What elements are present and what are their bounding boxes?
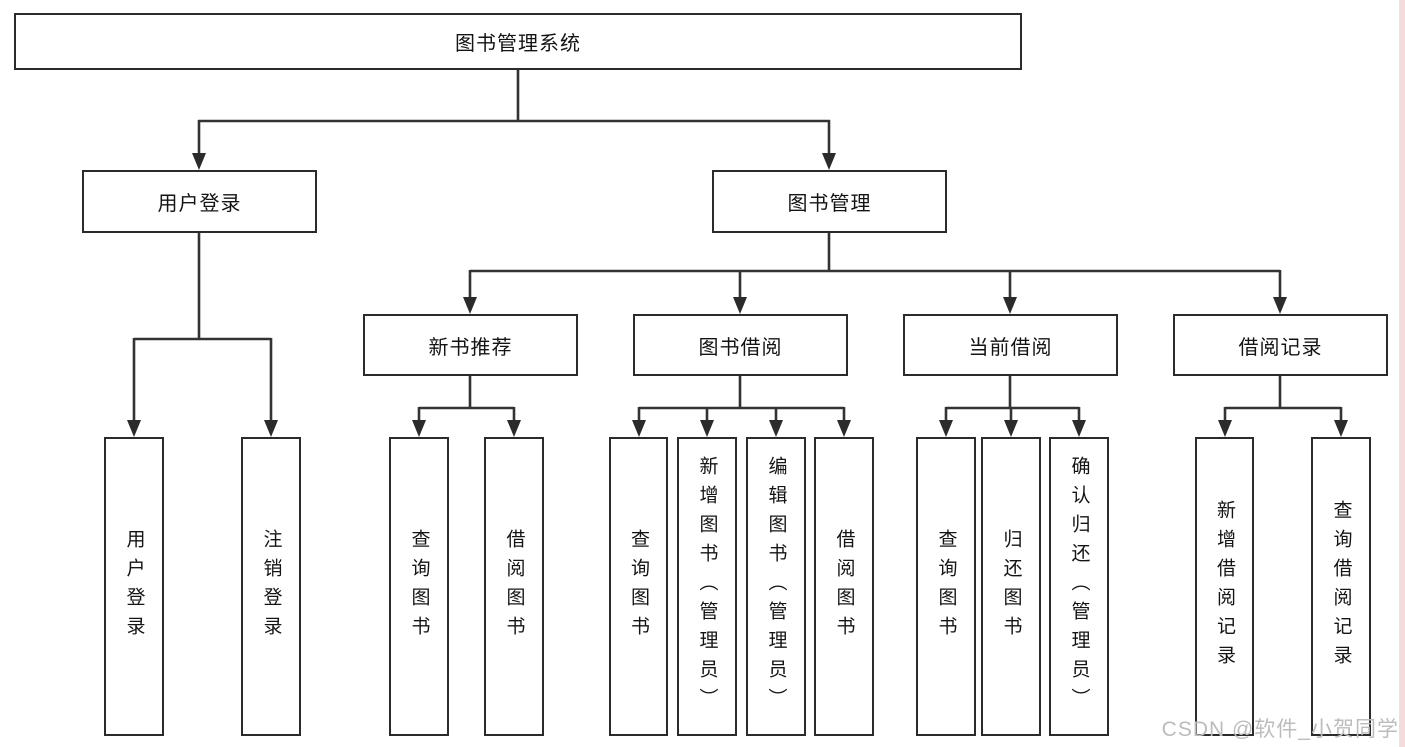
node-current-borrowing-label: 当前借阅	[968, 336, 1053, 359]
leaf-query-borrow-record: 查询借阅记录	[1311, 437, 1371, 736]
leaf-query-borrow-record-label: 查询借阅记录	[1330, 499, 1352, 674]
node-book-management: 图书管理	[712, 170, 947, 233]
node-book-management-label: 图书管理	[787, 193, 872, 215]
leaf-borrow-books-recommend: 借阅图书	[484, 437, 544, 736]
node-library-system-label: 图书管理系统	[455, 33, 581, 55]
node-borrowing-records-label: 借阅记录	[1238, 336, 1323, 359]
node-book-borrowing: 图书借阅	[633, 314, 848, 376]
node-book-borrowing-label: 图书借阅	[698, 336, 783, 359]
leaf-borrow-books: 借阅图书	[814, 437, 874, 736]
leaf-query-books-borrowing-label: 查询图书	[628, 528, 649, 645]
leaf-query-books-recommend: 查询图书	[389, 437, 449, 736]
node-current-borrowing: 当前借阅	[903, 314, 1118, 376]
leaf-logout: 注销登录	[241, 437, 301, 736]
leaf-add-borrow-record-label: 新增借阅记录	[1214, 499, 1235, 674]
leaf-query-books-borrowing: 查询图书	[609, 437, 668, 736]
node-library-system: 图书管理系统	[14, 13, 1022, 70]
leaf-borrow-books-label: 借阅图书	[833, 528, 855, 645]
leaf-edit-book-admin-label: 编辑图书（管理员）	[765, 456, 787, 717]
leaf-query-books-current-label: 查询图书	[935, 528, 957, 645]
leaf-add-book-admin: 新增图书（管理员）	[677, 437, 737, 736]
csdn-watermark: CSDN @软件_小贺同学	[1161, 718, 1399, 741]
node-borrowing-records: 借阅记录	[1173, 314, 1388, 376]
leaf-user-login-label: 用户登录	[123, 528, 145, 645]
node-new-book-recommend: 新书推荐	[363, 314, 578, 376]
arrowheads	[127, 153, 1348, 437]
right-edge-strip	[1399, 0, 1405, 747]
node-user-login: 用户登录	[82, 170, 317, 233]
node-user-login-label: 用户登录	[157, 193, 242, 215]
leaf-edit-book-admin: 编辑图书（管理员）	[746, 437, 806, 736]
leaf-add-book-admin-label: 新增图书（管理员）	[696, 456, 718, 717]
node-new-book-recommend-label: 新书推荐	[428, 336, 513, 359]
leaf-query-books-recommend-label: 查询图书	[408, 528, 430, 645]
leaf-add-borrow-record: 新增借阅记录	[1195, 437, 1254, 736]
leaf-user-login: 用户登录	[104, 437, 164, 736]
leaf-logout-label: 注销登录	[260, 528, 282, 645]
leaf-return-books-label: 归还图书	[1000, 528, 1022, 645]
leaf-borrow-books-recommend-label: 借阅图书	[503, 528, 525, 645]
leaf-confirm-return-admin-label: 确认归还（管理员）	[1068, 456, 1090, 717]
leaf-query-books-current: 查询图书	[916, 437, 976, 736]
leaf-return-books: 归还图书	[981, 437, 1041, 736]
leaf-confirm-return-admin: 确认归还（管理员）	[1049, 437, 1109, 736]
